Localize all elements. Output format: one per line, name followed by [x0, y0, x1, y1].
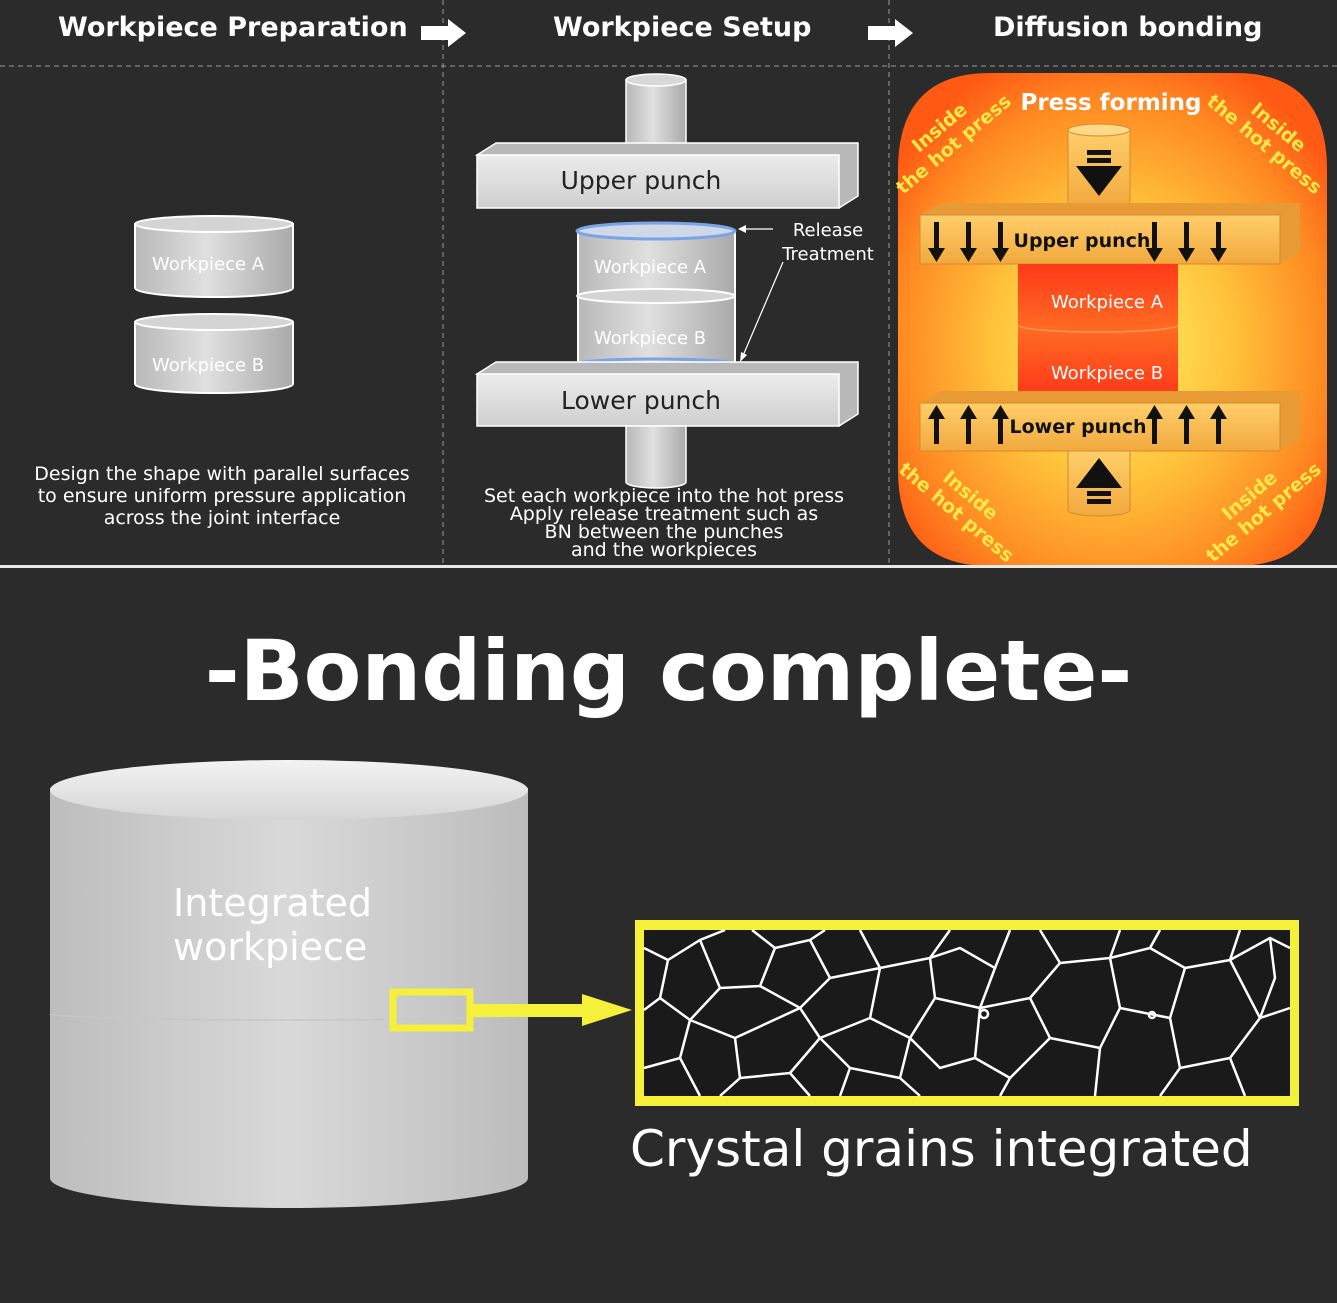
bonding-complete-title: -Bonding complete-	[204, 622, 1133, 720]
step-title-preparation: Workpiece Preparation	[58, 12, 408, 43]
prep-workpiece-b: Workpiece B	[134, 313, 294, 394]
prep-workpiece-b-label: Workpiece B	[152, 355, 264, 376]
setup-upper-punch-label: Upper punch	[561, 166, 722, 195]
release-annotation: Release Treatment	[738, 220, 874, 362]
prep-workpiece-a-label: Workpiece A	[152, 254, 265, 275]
prep-workpiece-a: Workpiece A	[134, 215, 294, 298]
hot-upper-punch: Upper punch	[919, 203, 1300, 265]
integrated-workpiece-line2: workpiece	[173, 925, 367, 969]
hot-lower-punch-label: Lower punch	[1009, 416, 1146, 438]
integrated-workpiece: Integrated workpiece	[49, 760, 529, 1208]
step-title-diffusion: Diffusion bonding	[993, 12, 1263, 43]
caption-setup: Set each workpiece into the hot press Ap…	[483, 485, 845, 561]
result-diagram: Integrated workpiece	[49, 760, 1299, 1208]
caption-preparation: Design the shape with parallel surfaces …	[34, 463, 410, 529]
setup-workpiece-a-label: Workpiece A	[594, 257, 707, 278]
arrow-down-icon	[1076, 150, 1122, 196]
release-label-line2: Treatment	[781, 244, 874, 265]
setup-workpiece-b: Workpiece B	[575, 288, 737, 371]
hot-workpiece-b-label: Workpiece B	[1051, 363, 1163, 384]
hot-workpiece-a-label: Workpiece A	[1051, 292, 1164, 313]
setup-lower-punch-label: Lower punch	[561, 386, 721, 415]
section-divider	[0, 565, 1337, 568]
process-diagram: Workpiece A Workpiece B Upper punch Work…	[0, 0, 1337, 566]
press-forming-label: Press forming	[1020, 90, 1201, 116]
hot-upper-punch-label: Upper punch	[1014, 230, 1151, 252]
integrated-workpiece-line1: Integrated	[173, 881, 372, 925]
arrow-up-icon	[928, 405, 1227, 444]
release-label-line1: Release	[793, 220, 863, 241]
crystal-grains-caption: Crystal grains integrated	[630, 1120, 1253, 1178]
hot-lower-punch: Lower punch	[919, 391, 1300, 452]
arrow-up-icon	[1076, 458, 1122, 504]
crystal-grain-box	[635, 920, 1299, 1106]
setup-workpiece-a: Workpiece A	[575, 221, 737, 297]
hot-workpiece-stack: Workpiece A Workpiece B	[1017, 264, 1179, 394]
arrow-down-icon	[928, 222, 1227, 262]
step-title-setup: Workpiece Setup	[553, 12, 812, 43]
setup-workpiece-b-label: Workpiece B	[594, 328, 706, 349]
process-steps-panel: Workpiece Preparation Workpiece Setup Di…	[0, 0, 1337, 566]
arrow-right-icon	[421, 19, 466, 47]
grain-boundaries	[643, 928, 1291, 1097]
setup-lower-shaft	[625, 425, 687, 489]
magnify-callout	[389, 988, 632, 1032]
setup-lower-punch: Lower punch	[474, 361, 859, 427]
arrow-right-icon	[868, 19, 913, 47]
setup-upper-punch: Upper punch	[474, 142, 859, 209]
